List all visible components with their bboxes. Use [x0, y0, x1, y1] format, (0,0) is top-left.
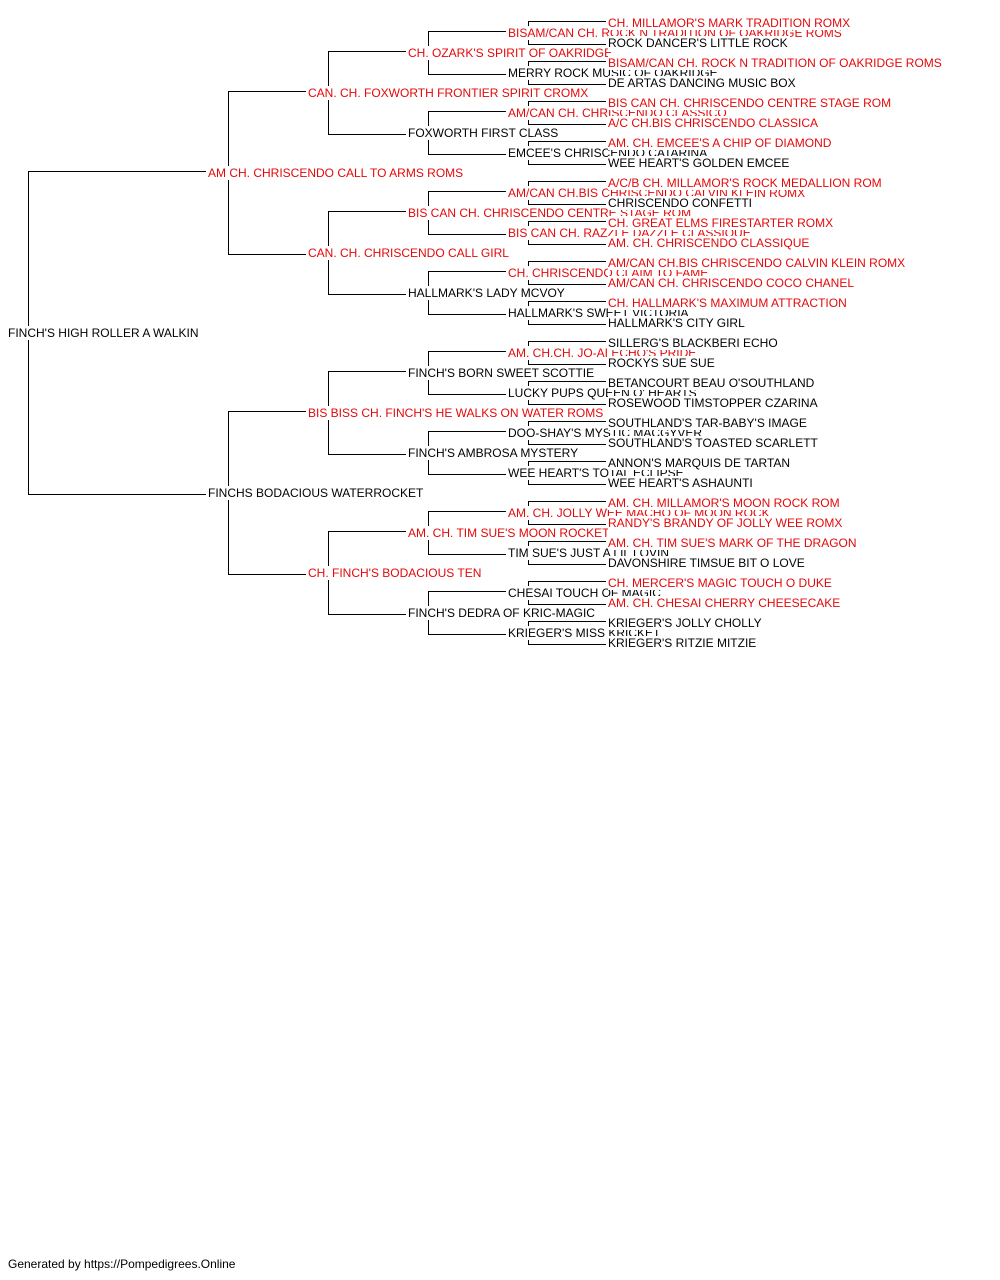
- ancestor-name-gen2: CH. FINCH'S BODACIOUS TEN: [308, 566, 484, 580]
- ancestor-name-gen5: SOUTHLAND'S TOASTED SCARLETT: [608, 436, 820, 450]
- ancestor-name-gen5: A/C CH.BIS CHRISCENDO CLASSICA: [608, 116, 821, 130]
- ancestor-name-gen5: ANNON'S MARQUIS DE TARTAN: [608, 456, 793, 470]
- ancestor-name-gen3: FINCH'S AMBROSA MYSTERY: [408, 446, 581, 460]
- footer-credit: Generated by https://Pompedigrees.Online: [8, 1257, 236, 1271]
- ancestor-name-gen3: CH. OZARK'S SPIRIT OF OAKRIDGE: [408, 46, 615, 60]
- ancestor-name-gen5: CH. HALLMARK'S MAXIMUM ATTRACTION: [608, 296, 849, 310]
- ancestor-name-gen2: CAN. CH. FOXWORTH FRONTIER SPIRIT CROMX: [308, 86, 591, 100]
- ancestor-name-gen5: SILLERG'S BLACKBERI ECHO: [608, 336, 780, 350]
- ancestor-name-gen5: AM/CAN CH. CHRISCENDO COCO CHANEL: [608, 276, 857, 290]
- ancestor-name-gen5: CH. GREAT ELMS FIRESTARTER ROMX: [608, 216, 836, 230]
- ancestor-name-gen5: CH. MERCER'S MAGIC TOUCH O DUKE: [608, 576, 834, 590]
- ancestor-name-gen5: SOUTHLAND'S TAR-BABY'S IMAGE: [608, 416, 809, 430]
- ancestor-name-gen5: DAVONSHIRE TIMSUE BIT O LOVE: [608, 556, 807, 570]
- ancestor-name-gen5: WEE HEART'S GOLDEN EMCEE: [608, 156, 792, 170]
- ancestor-name-gen5: AM. CH. EMCEE'S A CHIP OF DIAMOND: [608, 136, 834, 150]
- ancestor-name-gen5: CH. MILLAMOR'S MARK TRADITION ROMX: [608, 16, 853, 30]
- ancestor-name-gen3: FOXWORTH FIRST CLASS: [408, 126, 561, 140]
- ancestor-name-gen2: CAN. CH. CHRISCENDO CALL GIRL: [308, 246, 511, 260]
- ancestor-name-gen5: KRIEGER'S JOLLY CHOLLY: [608, 616, 764, 630]
- ancestor-name-gen5: A/C/B CH. MILLAMOR'S ROCK MEDALLION ROM: [608, 176, 884, 190]
- ancestor-name-gen5: BIS CAN CH. CHRISCENDO CENTRE STAGE ROM: [608, 96, 894, 110]
- ancestor-name-gen1: AM CH. CHRISCENDO CALL TO ARMS ROMS: [208, 166, 466, 180]
- ancestor-name-gen2: BIS BISS CH. FINCH'S HE WALKS ON WATER R…: [308, 406, 606, 420]
- ancestor-name-gen5: AM. CH. CHRISCENDO CLASSIQUE: [608, 236, 812, 250]
- ancestor-name-gen5: RANDY'S BRANDY OF JOLLY WEE ROMX: [608, 516, 845, 530]
- ancestor-name-gen5: DE ARTAS DANCING MUSIC BOX: [608, 76, 798, 90]
- ancestor-name-gen5: HALLMARK'S CITY GIRL: [608, 316, 747, 330]
- ancestor-name-gen5: AM. CH. TIM SUE'S MARK OF THE DRAGON: [608, 536, 859, 550]
- ancestor-name-gen5: CHRISCENDO CONFETTI: [608, 196, 754, 210]
- ancestor-name-gen3: FINCH'S BORN SWEET SCOTTIE: [408, 366, 597, 380]
- ancestor-name-gen1: FINCHS BODACIOUS WATERROCKET: [208, 486, 426, 500]
- ancestor-name-gen5: ROCKYS SUE SUE: [608, 356, 717, 370]
- ancestor-name-gen5: AM/CAN CH.BIS CHRISCENDO CALVIN KLEIN RO…: [608, 256, 908, 270]
- ancestor-name-gen3: FINCH'S DEDRA OF KRIC-MAGIC: [408, 606, 597, 620]
- ancestor-name-gen5: AM. CH. MILLAMOR'S MOON ROCK ROM: [608, 496, 842, 510]
- ancestor-name-gen5: WEE HEART'S ASHAUNTI: [608, 476, 755, 490]
- ancestor-name-gen5: BETANCOURT BEAU O'SOUTHLAND: [608, 376, 817, 390]
- ancestor-name-gen3: AM. CH. TIM SUE'S MOON ROCKET: [408, 526, 612, 540]
- ancestor-name-gen5: KRIEGER'S RITZIE MITZIE: [608, 636, 759, 650]
- ancestor-name-gen5: ROSEWOOD TIMSTOPPER CZARINA: [608, 396, 820, 410]
- subject-dog-name: FINCH'S HIGH ROLLER A WALKIN: [8, 326, 201, 340]
- ancestor-name-gen5: BISAM/CAN CH. ROCK N TRADITION OF OAKRID…: [608, 56, 944, 70]
- ancestor-name-gen5: ROCK DANCER'S LITTLE ROCK: [608, 36, 790, 50]
- ancestor-name-gen5: AM. CH. CHESAI CHERRY CHEESECAKE: [608, 596, 843, 610]
- ancestor-name-gen3: HALLMARK'S LADY MCVOY: [408, 286, 567, 300]
